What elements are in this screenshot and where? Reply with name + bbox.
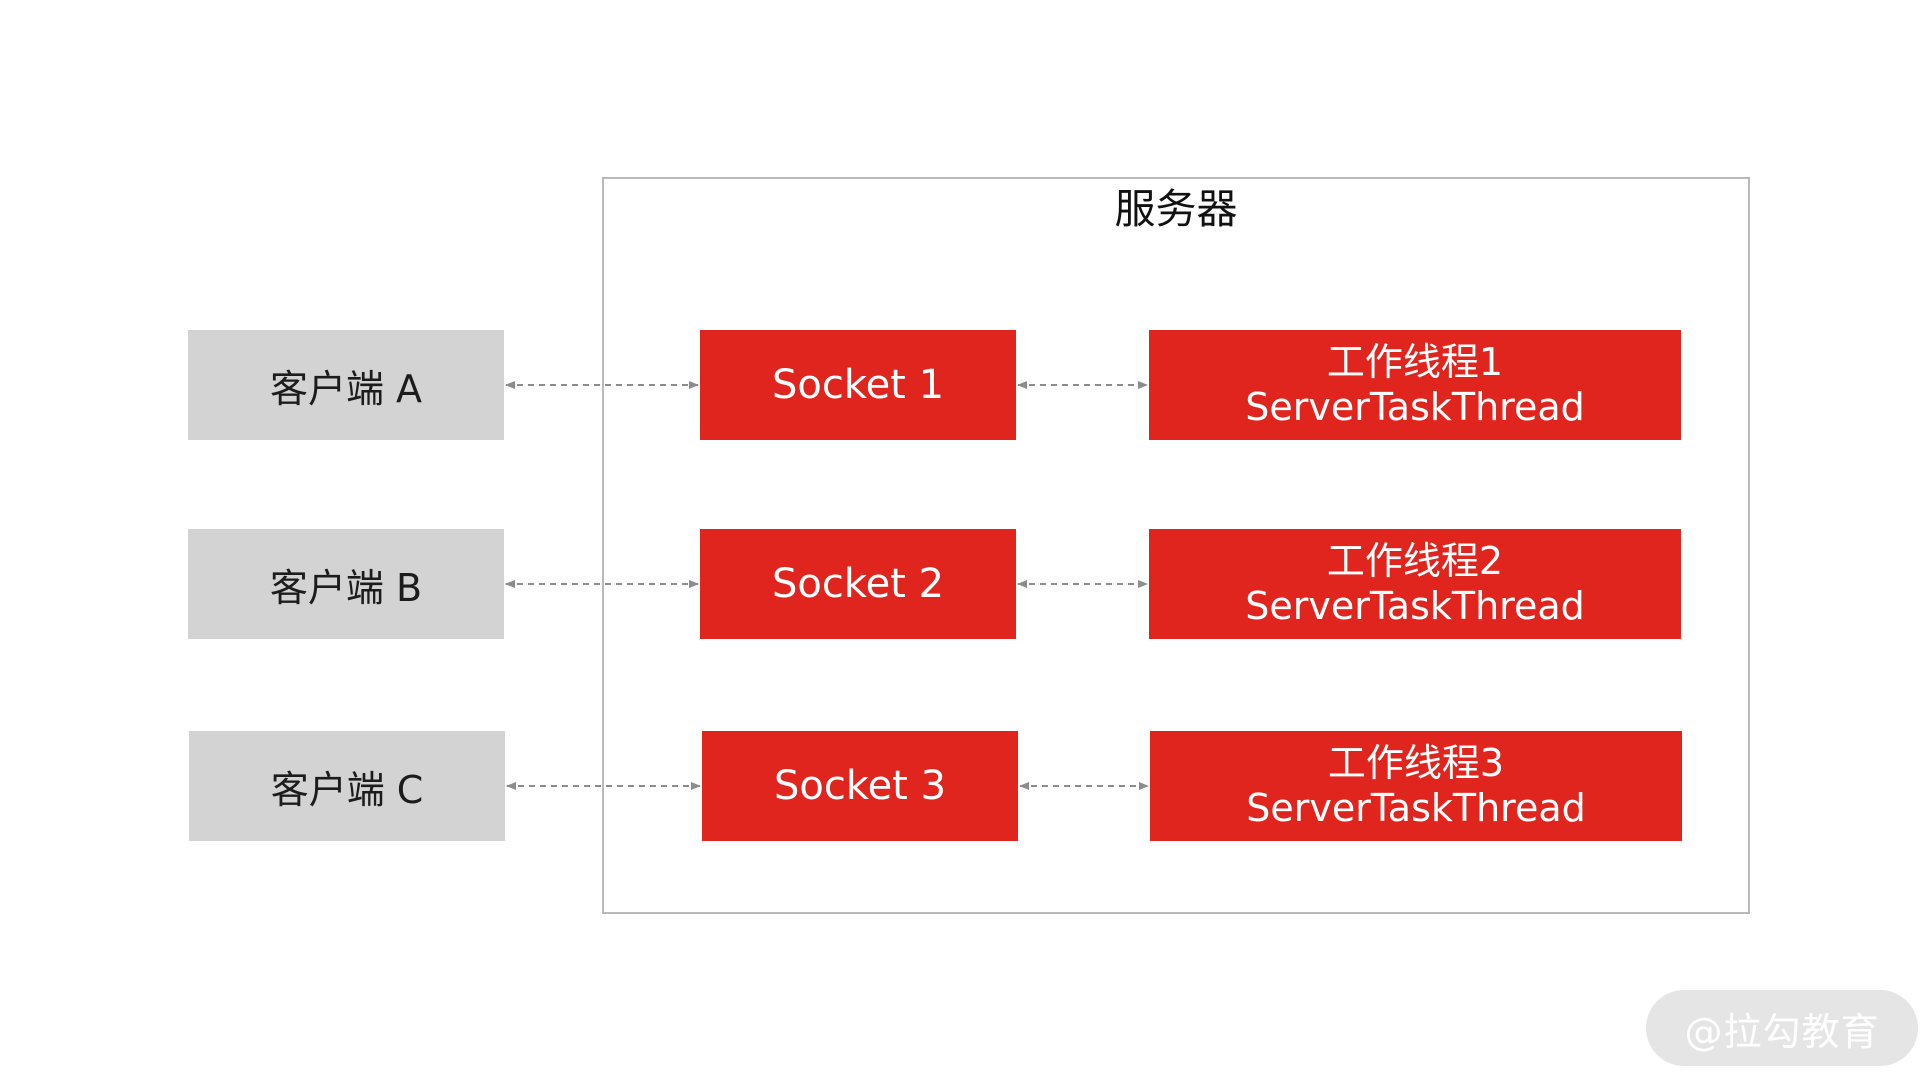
socket-1-label: Socket 1 xyxy=(771,362,945,408)
worker-thread-3-class: ServerTaskThread xyxy=(1246,786,1586,830)
socket-1-box: Socket 1 xyxy=(700,330,1016,440)
server-title: 服务器 xyxy=(1114,185,1238,233)
client-c-label: 客户端 C xyxy=(270,767,424,812)
worker-thread-1-box: 工作线程1 ServerTaskThread xyxy=(1149,330,1681,440)
watermark-text: @拉勾教育 xyxy=(1684,1009,1880,1054)
client-b-label: 客户端 B xyxy=(269,565,423,610)
worker-thread-2-box: 工作线程2 ServerTaskThread xyxy=(1149,529,1681,639)
socket-3-label: Socket 3 xyxy=(773,763,947,809)
worker-thread-1-name: 工作线程1 xyxy=(1326,340,1504,384)
client-a-label: 客户端 A xyxy=(269,366,423,411)
client-c-box: 客户端 C xyxy=(189,731,505,841)
watermark: @拉勾教育 xyxy=(1646,990,1918,1066)
worker-thread-2-class: ServerTaskThread xyxy=(1245,584,1585,628)
worker-thread-1-class: ServerTaskThread xyxy=(1245,385,1585,429)
socket-2-label: Socket 2 xyxy=(771,561,945,607)
socket-3-box: Socket 3 xyxy=(702,731,1018,841)
client-a-box: 客户端 A xyxy=(188,330,504,440)
worker-thread-2-name: 工作线程2 xyxy=(1326,539,1504,583)
client-b-box: 客户端 B xyxy=(188,529,504,639)
socket-2-box: Socket 2 xyxy=(700,529,1016,639)
worker-thread-3-box: 工作线程3 ServerTaskThread xyxy=(1150,731,1682,841)
worker-thread-3-name: 工作线程3 xyxy=(1327,741,1505,785)
